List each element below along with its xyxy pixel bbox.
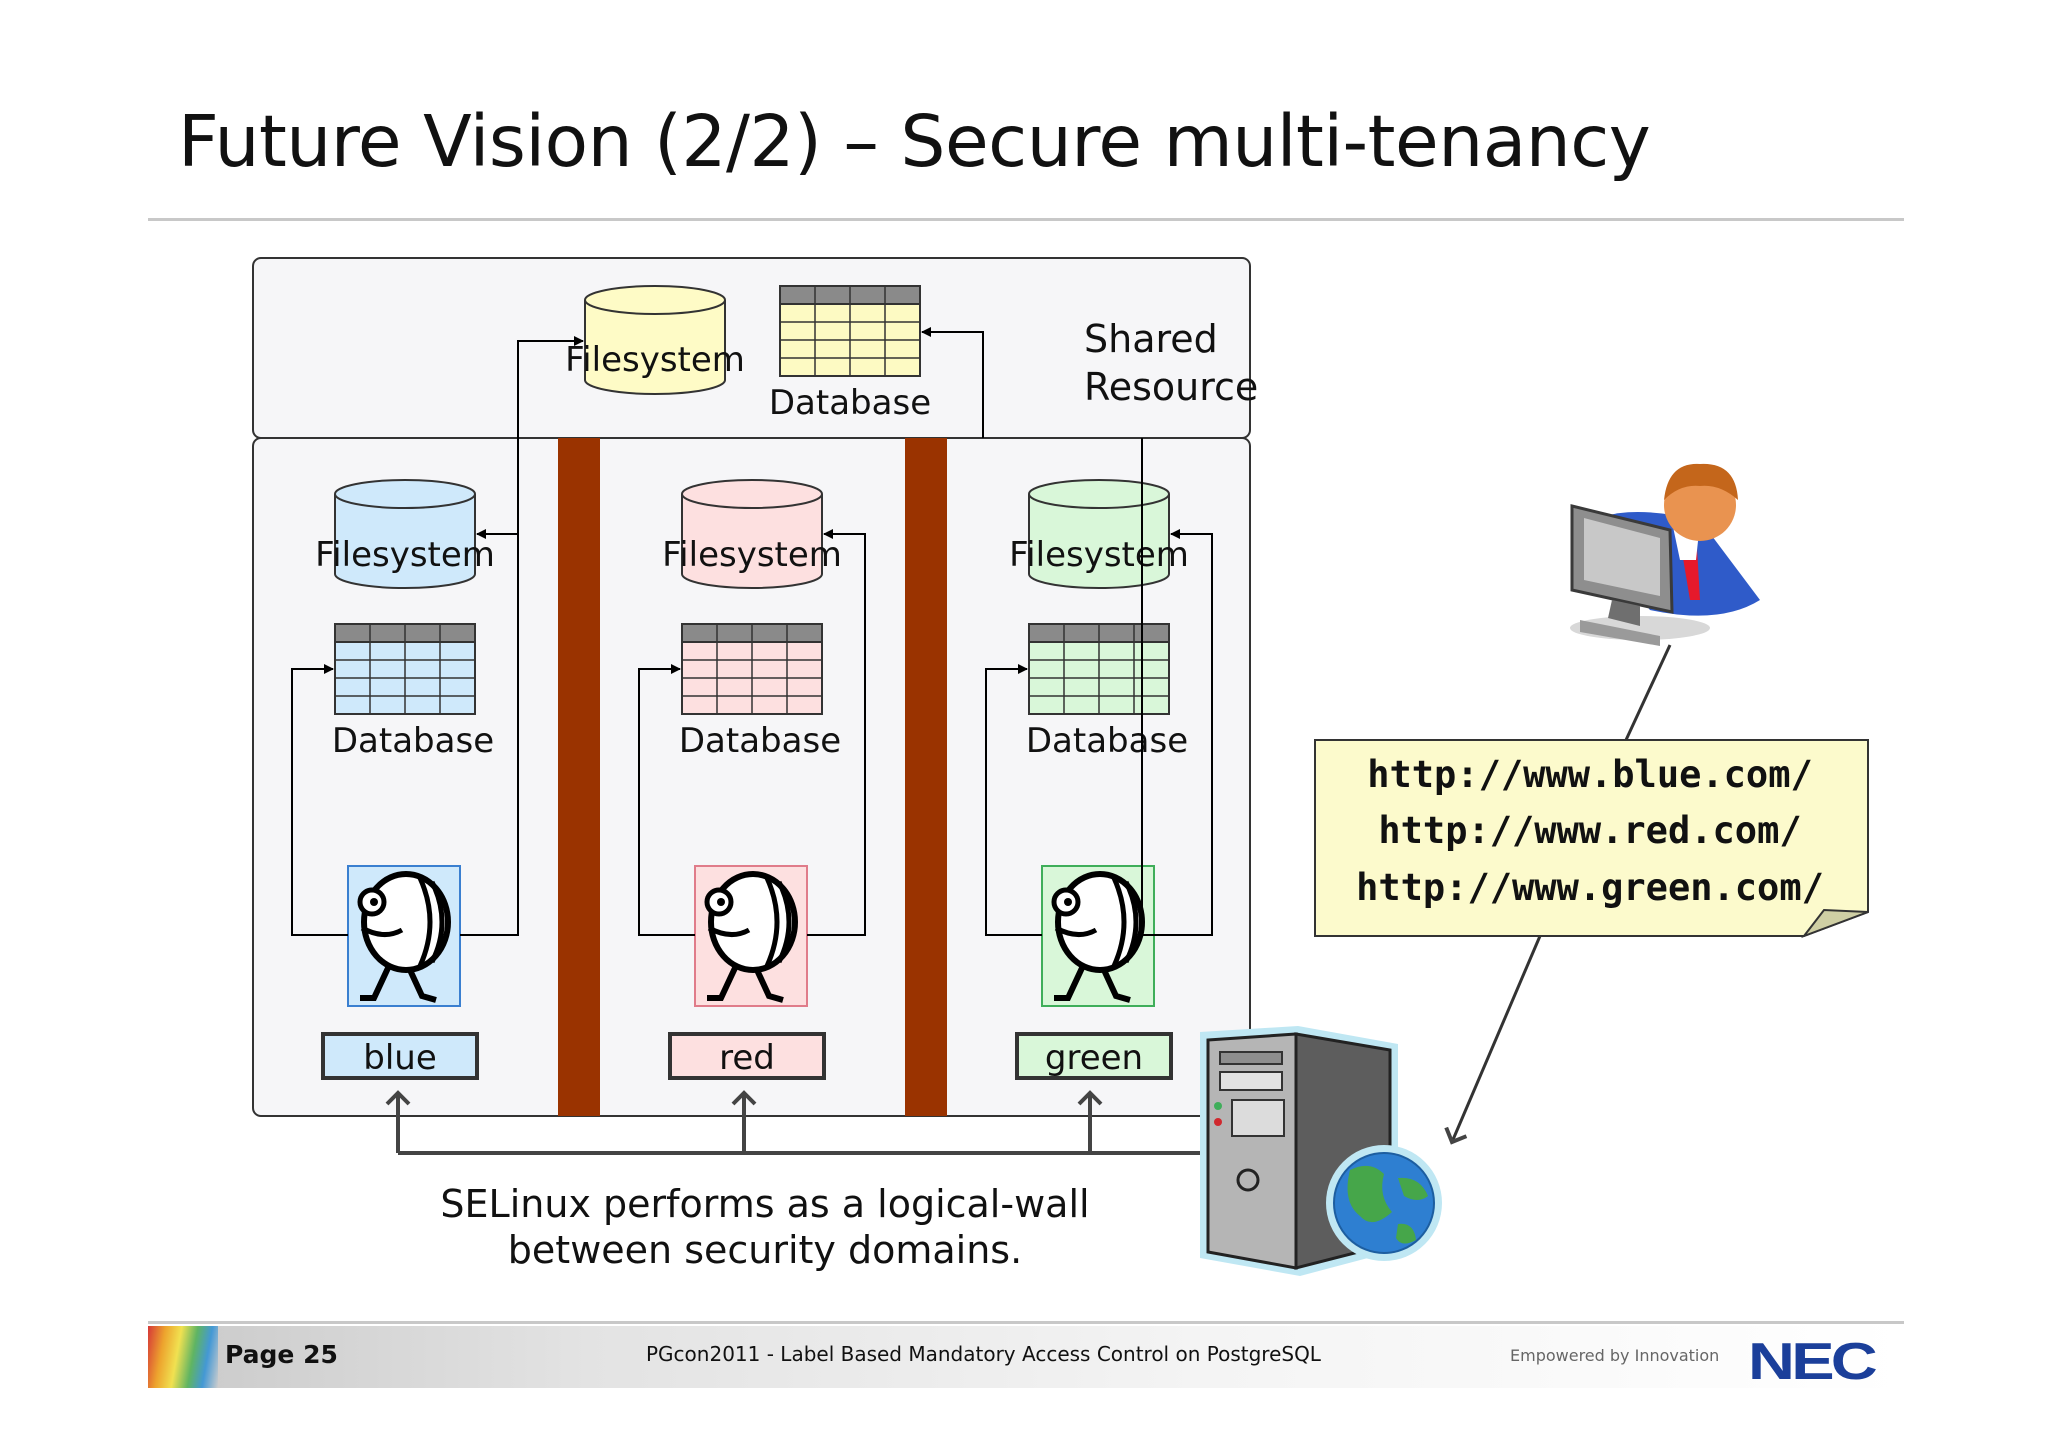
note-to-server-connector <box>1444 935 1542 1145</box>
domain-blue-database-icon <box>334 623 476 715</box>
domain-blue-filesystem-label: Filesystem <box>315 535 495 575</box>
shared-filesystem-icon <box>584 285 726 395</box>
domain-red-filesystem-connector <box>807 529 866 936</box>
domain-red-agent-icon <box>694 865 808 1007</box>
footer-rule <box>148 1321 1904 1324</box>
url-blue: http://www.blue.com/ <box>1367 753 1813 796</box>
caption-line1: SELinux performs as a logical-wall <box>440 1182 1089 1226</box>
domain-red-filesystem-label: Filesystem <box>662 535 842 575</box>
domain-blue-label-box <box>321 1032 479 1080</box>
green-to-shared-connector <box>1141 438 1191 936</box>
url-red: http://www.red.com/ <box>1378 809 1801 852</box>
domain-green-label-box <box>1015 1032 1173 1080</box>
domain-green-database-label: Database <box>1026 721 1188 761</box>
domain-green-database-connector <box>985 664 1042 936</box>
footer-tagline: Empowered by Innovation <box>1510 1346 1720 1365</box>
web-server-icon <box>1200 1026 1442 1276</box>
domain-green-database-icon <box>1028 623 1170 715</box>
url-green: http://www.green.com/ <box>1356 866 1824 909</box>
shared-database-label: Database <box>769 383 931 423</box>
tenant-area <box>252 437 1251 1117</box>
domain-red-database-connector <box>638 664 695 936</box>
domain-red-label-box <box>668 1032 826 1080</box>
page-number: Page 25 <box>225 1340 338 1369</box>
domain-green-agent-icon <box>1041 865 1155 1007</box>
url-note <box>1314 739 1869 939</box>
footer-presentation-title: PGcon2011 - Label Based Mandatory Access… <box>646 1342 1321 1366</box>
shared-database-grid <box>779 285 921 377</box>
domain-blue-label: blue <box>363 1038 437 1078</box>
shared-resource-label-line1: Shared <box>1084 317 1218 361</box>
user-computer-icon <box>1570 463 1760 646</box>
selinux-routing-bus <box>385 1090 1200 1155</box>
domain-blue-filesystem-icon <box>334 479 476 589</box>
domain-green-filesystem-icon <box>1028 479 1170 589</box>
domain-blue-database-connector <box>291 664 348 936</box>
domain-red-filesystem-icon <box>681 479 823 589</box>
slide-title: Future Vision (2/2) – Secure multi-tenan… <box>178 100 1651 183</box>
footer-rainbow-decoration <box>148 1326 218 1388</box>
shared-database-icon <box>779 285 921 377</box>
domain-green-filesystem-label: Filesystem <box>1009 535 1189 575</box>
domain-red-database-label: Database <box>679 721 841 761</box>
footer-band <box>148 1326 1904 1388</box>
logical-wall-left <box>558 438 600 1116</box>
blue-to-shared-filesystem-connector <box>472 336 584 936</box>
domain-red-label: red <box>719 1038 775 1078</box>
shared-resource-label-line2: Resource <box>1084 365 1258 409</box>
logical-wall-right <box>905 438 947 1116</box>
nec-logo: NEC <box>1748 1333 1878 1391</box>
shared-filesystem-label: Filesystem <box>565 340 745 380</box>
domain-blue-database-label: Database <box>332 721 494 761</box>
user-to-note-connector <box>1624 644 1672 741</box>
domain-blue-agent-icon <box>347 865 461 1007</box>
domain-red-database-icon <box>681 623 823 715</box>
shared-database-connector <box>921 327 984 438</box>
domain-green-label: green <box>1045 1038 1143 1078</box>
title-rule <box>148 218 1904 221</box>
caption-line2: between security domains. <box>508 1228 1022 1272</box>
